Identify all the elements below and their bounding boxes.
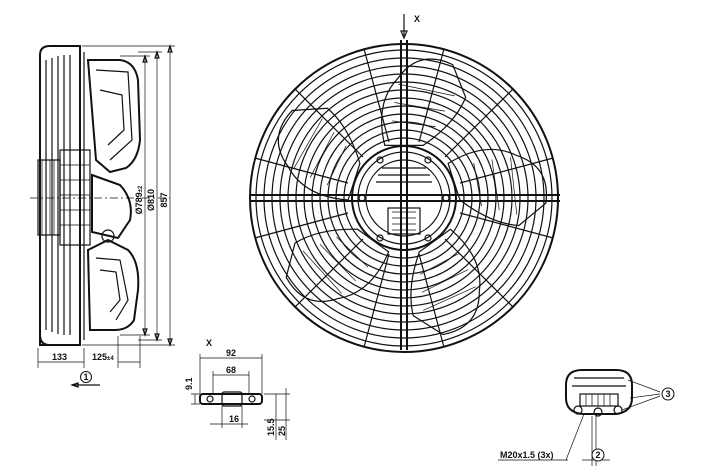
view-marker-x: X: [414, 14, 420, 24]
cable-gland-2: [593, 407, 603, 417]
horizontal-support-bar: [250, 194, 560, 202]
blade-hatch: [394, 102, 445, 112]
dim-68-label: 68: [226, 365, 236, 375]
guard-ring: [271, 65, 537, 331]
vertical-support-bar: [400, 40, 408, 350]
dim-810-label: Ø810: [146, 189, 156, 211]
guard-ring: [279, 73, 529, 323]
view-arrow: [400, 30, 408, 40]
guard-spoke: [459, 212, 553, 239]
guard-spoke: [459, 157, 553, 184]
blade-side-top: [86, 59, 142, 174]
guard-ring: [319, 113, 489, 283]
guard-frame-top: [39, 45, 81, 56]
motor-hub: [37, 159, 61, 236]
blade-hatch: [421, 269, 469, 293]
hub-terminal-block: [387, 207, 421, 235]
fan-blade: [381, 58, 467, 146]
terminal-box-body: [565, 369, 633, 415]
side-view: Ø789±2 Ø810 857 133 125±4 1: [30, 44, 175, 388]
blade-hatch: [319, 243, 356, 282]
guard-ring: [311, 105, 497, 291]
guard-spoke: [363, 253, 390, 347]
fan-blade: [410, 228, 481, 336]
dim-789-label: Ø789±2: [134, 185, 144, 214]
callout-1-circle: [80, 371, 92, 383]
dim-133-label: 133: [52, 352, 67, 362]
guard-ring: [249, 43, 559, 353]
detail-x-label: X: [206, 338, 212, 348]
blade-hatch: [392, 120, 436, 128]
hub-outer: [351, 145, 457, 251]
blade-hatch: [293, 118, 323, 169]
blade-hatch: [302, 250, 342, 294]
cable-gland-spec: M20x1.5 (3x): [500, 450, 554, 460]
callout-3-number: 3: [665, 389, 670, 399]
guard-spoke: [255, 157, 349, 184]
airflow-arrow: [70, 382, 79, 388]
blade-hatch: [326, 145, 347, 186]
blade-hatch: [419, 253, 459, 275]
dim-857-label: 857: [159, 192, 169, 207]
fan-blade: [285, 228, 390, 303]
guard-spoke: [363, 49, 390, 143]
dim-92-label: 92: [226, 348, 236, 358]
fan-blade: [447, 148, 548, 227]
front-view: X: [249, 14, 560, 353]
blade-hatch: [309, 132, 335, 178]
dim-15-5-label: 15.5: [266, 418, 276, 436]
guard-ring: [343, 137, 465, 259]
guard-spoke: [294, 88, 364, 158]
guard-spoke: [294, 238, 364, 308]
dim-16-label: 16: [229, 414, 239, 424]
blade-hatch: [422, 286, 476, 311]
dim-125-label: 125±4: [92, 352, 114, 362]
callout-2-circle: [591, 448, 605, 462]
fan-blade: [277, 107, 361, 201]
dim-9-1-label: 9.1: [184, 377, 194, 390]
guard-ring: [295, 89, 513, 307]
guard-spoke: [444, 88, 514, 158]
guard-ring: [303, 97, 505, 299]
blade-hatch: [510, 157, 518, 215]
terminal-box-detail: 3 M20x1.5 (3x) 2: [498, 369, 675, 466]
cable-gland-1: [573, 405, 583, 415]
guard-frame-left: [39, 55, 58, 346]
guard-ring: [255, 49, 553, 347]
callout-2-number: 2: [595, 450, 600, 460]
callout-3-circle: [661, 387, 675, 401]
guard-spokes: [255, 49, 553, 347]
blade-side-bottom: [86, 238, 140, 331]
guard-ring: [263, 57, 545, 339]
detail-x: X 92 68 9.1 16 15.5 25: [184, 338, 290, 440]
callout-1-number: 1: [83, 372, 88, 382]
guard-spoke: [255, 212, 349, 239]
dim-25-label: 25: [277, 426, 287, 436]
guard-spoke: [418, 253, 445, 347]
blade-hatch: [336, 236, 369, 268]
blade-side-mid: [91, 173, 132, 240]
guard-ring: [287, 81, 521, 315]
guard-spoke: [418, 49, 445, 143]
bracket-foot: [199, 393, 263, 405]
blade-hatch: [473, 163, 482, 207]
